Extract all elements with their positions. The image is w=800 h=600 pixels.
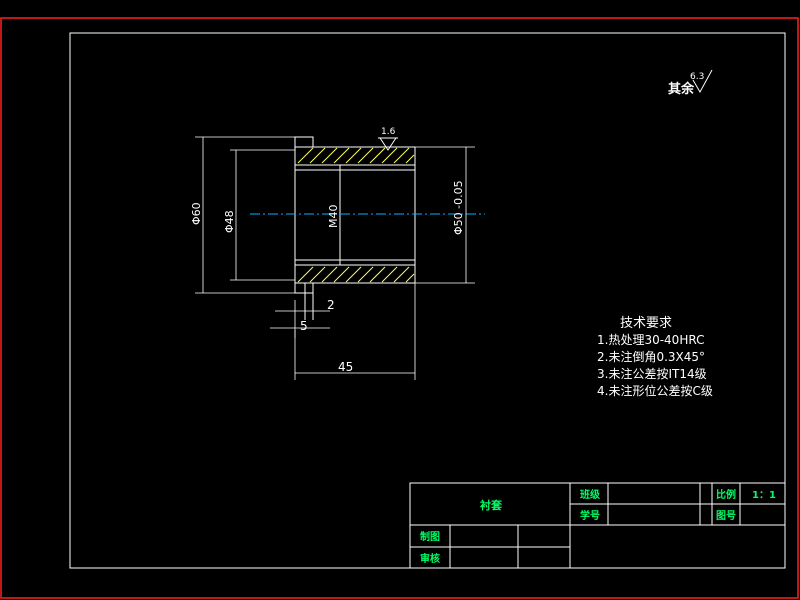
tech-requirements: 技术要求 1.热处理30-40HRC 2.未注倒角0.3X45° 3.未注公差按… xyxy=(597,316,713,398)
dim-2-label: 2 xyxy=(327,298,335,312)
section-hatching xyxy=(297,147,415,283)
dimension-phi60: Φ60 xyxy=(190,136,295,294)
bore-finish-value: 1.6 xyxy=(381,127,396,137)
scale-value: 1：1 xyxy=(752,490,776,501)
tech-item-4: 4.未注形位公差按C级 xyxy=(597,383,713,398)
dim-5-label: 5 xyxy=(300,319,308,333)
tech-item-2: 2.未注倒角0.3X45° xyxy=(597,349,705,364)
part-name: 衬套 xyxy=(480,498,503,512)
tech-title: 技术要求 xyxy=(620,316,672,331)
title-block: 衬套 班级 学号 比例 1：1 图号 制图 审核 xyxy=(409,482,786,569)
student-id-label: 学号 xyxy=(580,509,600,522)
inner-border xyxy=(69,32,786,569)
reviewed-by-label: 审核 xyxy=(420,552,440,565)
rest-label: 其余 xyxy=(668,81,695,97)
scale-label: 比例 xyxy=(716,488,736,501)
class-label: 班级 xyxy=(580,488,601,501)
drawn-by-label: 制图 xyxy=(420,530,440,543)
surface-finish-bore: 1.6 xyxy=(378,127,398,151)
outer-frame xyxy=(0,17,799,599)
dimension-45: 45 xyxy=(294,283,416,380)
dimension-m40: M40 xyxy=(327,205,340,229)
dimension-phi48: Φ48 xyxy=(223,149,295,281)
surface-finish-rest: 其余 6.3 xyxy=(668,69,713,97)
dim-m40-label: M40 xyxy=(327,205,340,229)
rest-value: 6.3 xyxy=(690,72,704,82)
tech-item-3: 3.未注公差按IT14级 xyxy=(597,366,707,381)
part-outline xyxy=(294,136,416,320)
dimension-2: 2 xyxy=(275,298,335,312)
dimension-5: 5 xyxy=(270,300,330,338)
dim-45-label: 45 xyxy=(338,360,353,374)
drawing-no-label: 图号 xyxy=(716,510,736,522)
dim-phi50-label: Φ50 -0.05 xyxy=(452,180,465,235)
dim-phi60-label: Φ60 xyxy=(190,202,203,225)
tech-item-1: 1.热处理30-40HRC xyxy=(597,333,704,347)
dim-phi48-label: Φ48 xyxy=(223,210,236,233)
dimension-phi50: Φ50 -0.05 xyxy=(415,146,475,284)
